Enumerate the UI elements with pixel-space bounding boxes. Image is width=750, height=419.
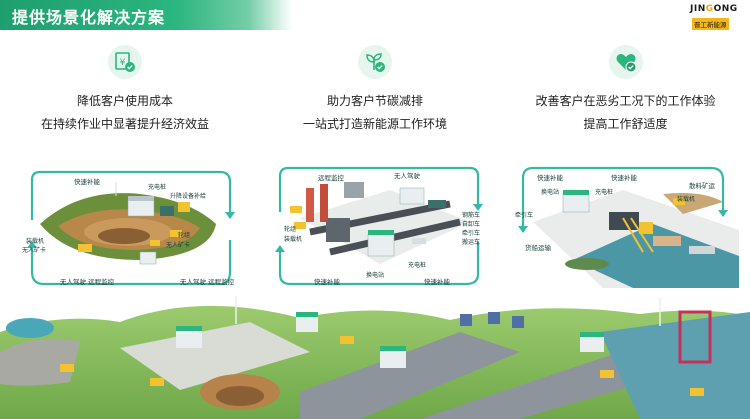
label-remote-monitor: 无人驾驶 远程监控 [180,278,235,286]
logo-wordmark: JINGONG [690,4,738,14]
scene-construction: 远程监控 无人驾驶 轮组 装载机 钢筋车 自卸车 牵引车 搬运车 换电站 充电桩… [270,160,492,288]
feature-carbon-line1: 助力客户节碳减排 [326,94,423,108]
label-lift-station: 升降设备补给 [170,193,207,200]
label-bulk-ore: 散料矿运 [689,182,715,190]
label-charging-pile-3: 充电桩 [595,189,614,196]
label-unmanned-truck: 无人矿卡 [22,247,47,254]
label-remote-monitor-2: 远程监控 [318,174,344,182]
feature-comfort-line2: 提高工作舒适度 [583,117,668,131]
label-fast-charge: 快速补能 [74,178,100,186]
landscape-illustration [0,292,750,419]
page-title: 提供场景化解决方案 [12,8,166,27]
label-loader-3: 装载机 [677,196,696,203]
scene-port: 快速补能 快速补能 换电站 充电桩 牵引车 货船运输 散料矿运 装载机 [513,160,743,288]
svg-text:¥: ¥ [120,58,126,68]
scene-mine: 快速补能 充电桩 升降设备补给 装载机 无人矿卡 轮组 无人矿卡 无人驾驶 远程… [20,160,242,288]
label-unmanned-driving-2: 无人驾驶 [394,172,420,180]
label-fast-charge-2a: 快速补能 [314,278,340,286]
label-unmanned-truck-2: 无人矿卡 [166,242,191,249]
label-charging-pile-2: 充电桩 [408,262,427,269]
label-loader-2: 装载机 [284,236,303,243]
label-tractor-3: 牵引车 [515,212,534,219]
label-rebar-truck: 钢筋车 [462,212,481,219]
heart-care-icon [608,45,643,79]
label-carrier: 搬运车 [462,239,481,246]
feature-cost-line2: 在持续作业中显著提升经济效益 [40,117,209,131]
label-cargo-ship: 货船运输 [525,244,551,252]
label-tractor: 牵引车 [462,230,481,237]
logo-subtitle: 晋工新能源 [692,18,729,30]
title-bar: 提供场景化解决方案 [0,0,292,30]
label-swap-station: 换电站 [366,272,385,279]
label-dump-truck: 自卸车 [462,221,481,228]
label-fast-charge-3a: 快速补能 [537,174,563,182]
feature-carbon: 助力客户节碳减排 一站式打造新能源工作环境 [265,45,485,133]
label-unmanned-driving: 无人驾驶 远程监控 [60,278,115,286]
label-fast-charge-2b: 快速补能 [424,278,450,286]
label-wheeled-2: 轮组 [284,226,297,233]
feature-cost-line1: 降低客户使用成本 [76,94,173,108]
feature-comfort-line1: 改善客户在恶劣工况下的工作体验 [535,94,716,108]
feature-cost: ¥ 降低客户使用成本 在持续作业中显著提升经济效益 [15,45,235,133]
label-fast-charge-3b: 快速补能 [611,174,637,182]
feature-carbon-line2: 一站式打造新能源工作环境 [302,117,447,131]
cost-money-icon: ¥ [108,45,142,79]
label-swap-station-3: 换电站 [541,189,560,196]
feature-comfort: 改善客户在恶劣工况下的工作体验 提高工作舒适度 [508,45,743,133]
leaf-carbon-icon [358,45,392,79]
brand-logo: JINGONG 晋工新能源 [690,4,742,30]
label-charging-pile: 充电桩 [148,184,167,191]
label-loader: 装载机 [26,238,45,245]
label-wheeled: 轮组 [178,232,191,239]
